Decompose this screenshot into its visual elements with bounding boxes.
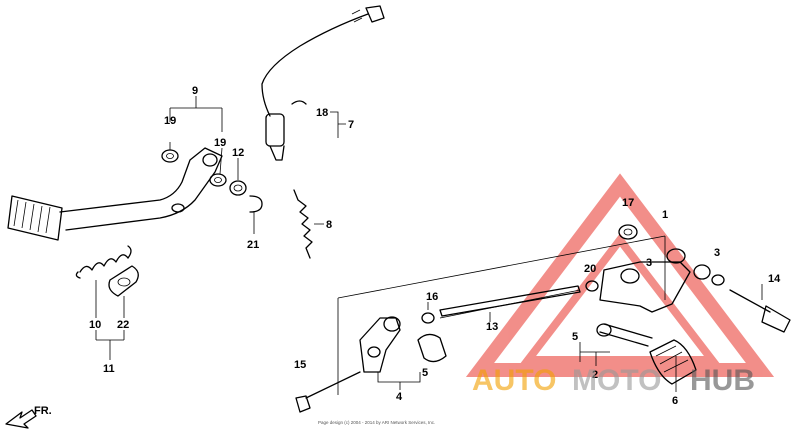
callout-19-right: 19 (214, 137, 226, 149)
watermark-logo (465, 173, 775, 377)
copyright-notice: Page design (c) 2004 - 2014 by ARI Netwo… (318, 420, 435, 425)
callout-9: 9 (192, 85, 198, 97)
callout-10: 10 (89, 319, 101, 331)
switch-cable-assembly (261, 5, 385, 259)
callout-6: 6 (672, 395, 678, 407)
front-label: FR. (34, 405, 52, 417)
part-number-labels: 9 19 19 12 21 10 22 11 18 7 8 17 1 3 3 2… (89, 85, 781, 407)
callout-22: 22 (117, 319, 129, 331)
callout-21: 21 (247, 239, 259, 251)
callout-8: 8 (326, 219, 332, 231)
callout-1: 1 (662, 209, 668, 221)
callout-5-left: 5 (422, 367, 428, 379)
callout-2: 2 (592, 369, 598, 381)
watermark-moto: MOTO (572, 364, 661, 397)
callout-17: 17 (622, 197, 634, 209)
callout-3-left: 3 (646, 257, 652, 269)
callout-4: 4 (396, 391, 403, 403)
callout-11: 11 (103, 363, 115, 375)
callout-7: 7 (348, 119, 354, 131)
shift-pedal-assembly (7, 96, 263, 360)
callout-18: 18 (316, 107, 328, 119)
callout-5-right: 5 (572, 331, 578, 343)
callout-20: 20 (584, 263, 596, 275)
watermark-hub: HUB (690, 364, 755, 397)
callout-3-right: 3 (714, 247, 720, 259)
watermark-auto: AUTO (472, 364, 556, 397)
callout-13: 13 (486, 321, 498, 333)
shift-linkage-assembly (295, 224, 791, 413)
callout-12: 12 (232, 147, 244, 159)
front-direction-arrow: FR. (5, 405, 52, 429)
callout-14: 14 (768, 273, 781, 285)
callout-19-left: 19 (164, 115, 176, 127)
callout-15: 15 (294, 359, 306, 371)
callout-16: 16 (426, 291, 438, 303)
watermark-text: AUTO MOTO HUB (472, 364, 755, 397)
